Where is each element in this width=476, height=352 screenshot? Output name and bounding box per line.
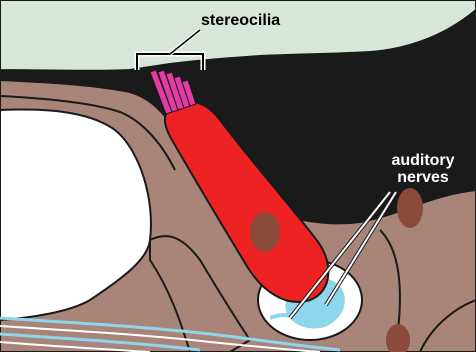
auditory-label-line1: auditory <box>383 152 463 169</box>
stereocilia-label: stereocilia <box>201 12 280 29</box>
supporting-nucleus <box>397 188 423 228</box>
nucleus <box>250 212 280 252</box>
auditory-label-line2: nerves <box>383 169 463 186</box>
